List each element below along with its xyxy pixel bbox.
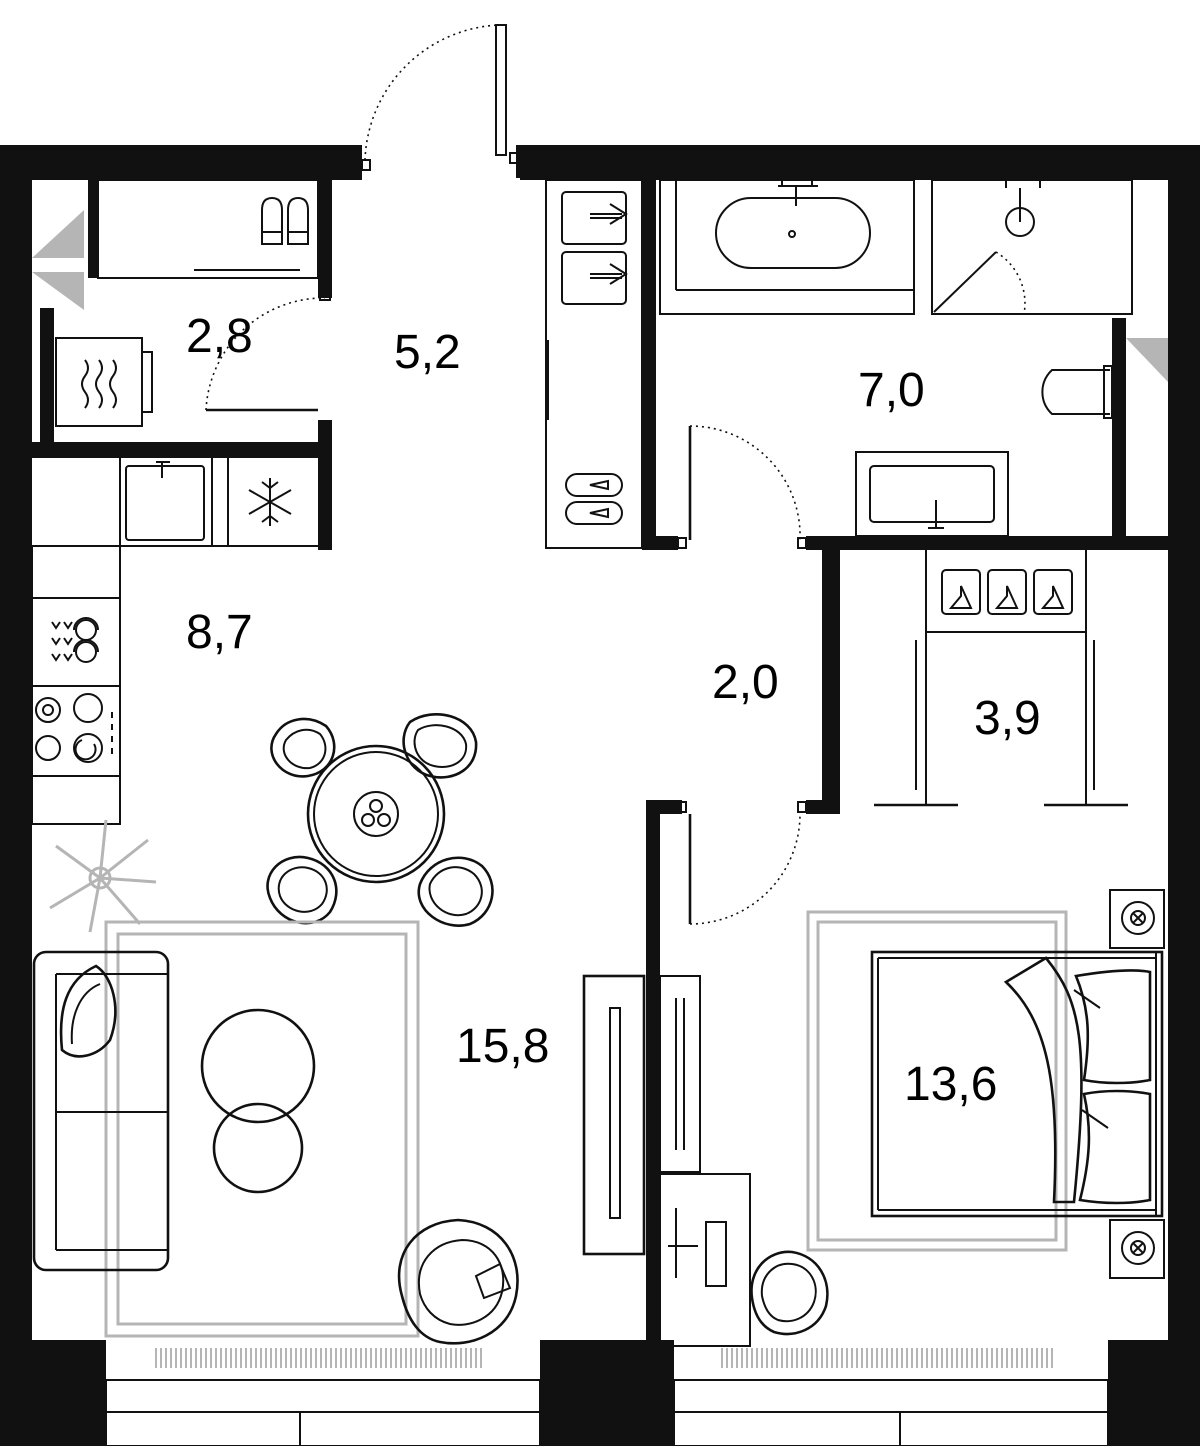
wall-storage-right bbox=[318, 178, 332, 298]
desk-chair bbox=[750, 1250, 829, 1336]
doors bbox=[205, 24, 1128, 925]
sink-icon bbox=[869, 465, 995, 523]
sofa bbox=[32, 950, 170, 1272]
shoes-icon bbox=[565, 473, 623, 525]
storage-door-swing bbox=[205, 297, 326, 411]
sofa-cushion bbox=[59, 964, 117, 1058]
desk bbox=[659, 1173, 751, 1347]
wall-kitchen-top bbox=[14, 442, 332, 458]
pillar-bottom-right bbox=[1108, 1340, 1186, 1446]
desk-lamp-icon bbox=[705, 1221, 727, 1287]
bedroom-door-swing bbox=[689, 813, 801, 925]
room-area-storage: 2,8 bbox=[186, 310, 253, 363]
hangers-icon bbox=[941, 569, 1073, 615]
washing-machine-icon bbox=[55, 337, 143, 427]
bedroom-wardrobe bbox=[659, 975, 701, 1173]
bathroom-door-swing bbox=[689, 425, 801, 541]
bedroom-rug bbox=[806, 910, 1068, 1252]
tv-unit bbox=[582, 974, 646, 1256]
kitchen-sink-icon bbox=[125, 465, 205, 541]
living-rug bbox=[104, 920, 420, 1338]
wall-storage-niche-2 bbox=[40, 308, 54, 444]
slippers-icon bbox=[261, 196, 309, 245]
entrance-door-leaf bbox=[495, 24, 507, 156]
bathtub-icon bbox=[715, 197, 871, 269]
chair-top-right bbox=[402, 713, 478, 779]
wall-kitchen-stub bbox=[318, 420, 332, 550]
bathtub-frame bbox=[659, 179, 915, 315]
storage-shelf bbox=[97, 179, 319, 279]
bathroom bbox=[659, 179, 1168, 537]
wall-storage-niche bbox=[88, 178, 98, 278]
room-area-bathroom: 7,0 bbox=[858, 364, 925, 417]
room-area-corridor: 2,0 bbox=[712, 656, 779, 709]
windows bbox=[105, 1348, 1109, 1446]
chair-bottom-right bbox=[417, 856, 494, 927]
pillows bbox=[1073, 969, 1152, 1205]
pillar-bottom-left bbox=[14, 1340, 106, 1446]
storage-room bbox=[32, 179, 319, 427]
stove-icon bbox=[35, 693, 113, 763]
wall-bath-bottom-left bbox=[642, 536, 678, 550]
room-area-wardrobe: 3,9 bbox=[974, 692, 1041, 745]
wall-bedroom-left bbox=[646, 800, 660, 1446]
wall-bath-bottom-right bbox=[806, 536, 1186, 550]
dining-set bbox=[266, 713, 494, 927]
hall-wardrobe bbox=[545, 179, 643, 549]
room-area-living: 15,8 bbox=[456, 1020, 549, 1073]
radiator-living bbox=[155, 1348, 482, 1368]
kitchen bbox=[31, 458, 318, 825]
wall-wardrobe-left bbox=[822, 548, 840, 810]
chair-bottom-left bbox=[266, 855, 338, 925]
dishwasher-icon bbox=[51, 617, 99, 663]
bed-blanket bbox=[1003, 956, 1083, 1204]
hangers-top bbox=[561, 191, 628, 305]
wall-bath-left bbox=[642, 178, 656, 548]
snowflake-icon bbox=[248, 478, 292, 526]
wall-riser bbox=[1112, 318, 1126, 548]
socket-icon bbox=[1109, 889, 1165, 1279]
chair-top-left bbox=[270, 717, 336, 778]
wall-wardrobe-foot bbox=[806, 800, 840, 814]
wardrobe-room bbox=[915, 547, 1095, 804]
living-room bbox=[32, 819, 519, 1345]
sink-counter bbox=[855, 451, 1009, 537]
wardrobe-shelf bbox=[925, 547, 1087, 633]
dining-table bbox=[306, 744, 446, 884]
coffee-tables bbox=[200, 1008, 316, 1194]
table-decor-icon bbox=[353, 791, 399, 837]
shower-frame bbox=[931, 179, 1133, 315]
storage-niche-shade bbox=[32, 210, 84, 258]
entrance-door-swing bbox=[364, 24, 501, 161]
plant-icon bbox=[49, 819, 157, 933]
room-area-hall: 5,2 bbox=[394, 326, 461, 379]
room-area-bedroom: 13,6 bbox=[904, 1058, 997, 1111]
wall-bedroom-top-stub bbox=[646, 800, 682, 814]
armchair bbox=[397, 1218, 519, 1345]
radiator-bedroom bbox=[721, 1348, 1053, 1368]
riser-shade bbox=[1126, 338, 1168, 382]
pillar-bottom-mid bbox=[540, 1340, 674, 1446]
bedroom bbox=[659, 889, 1165, 1347]
room-area-kitchen: 8,7 bbox=[186, 606, 253, 659]
room-labels: 2,8 5,2 7,0 8,7 2,0 3,9 15,8 13,6 bbox=[186, 310, 1041, 1111]
walls bbox=[0, 145, 1200, 1446]
bed bbox=[870, 950, 1164, 1218]
toilet-icon bbox=[1041, 369, 1110, 415]
